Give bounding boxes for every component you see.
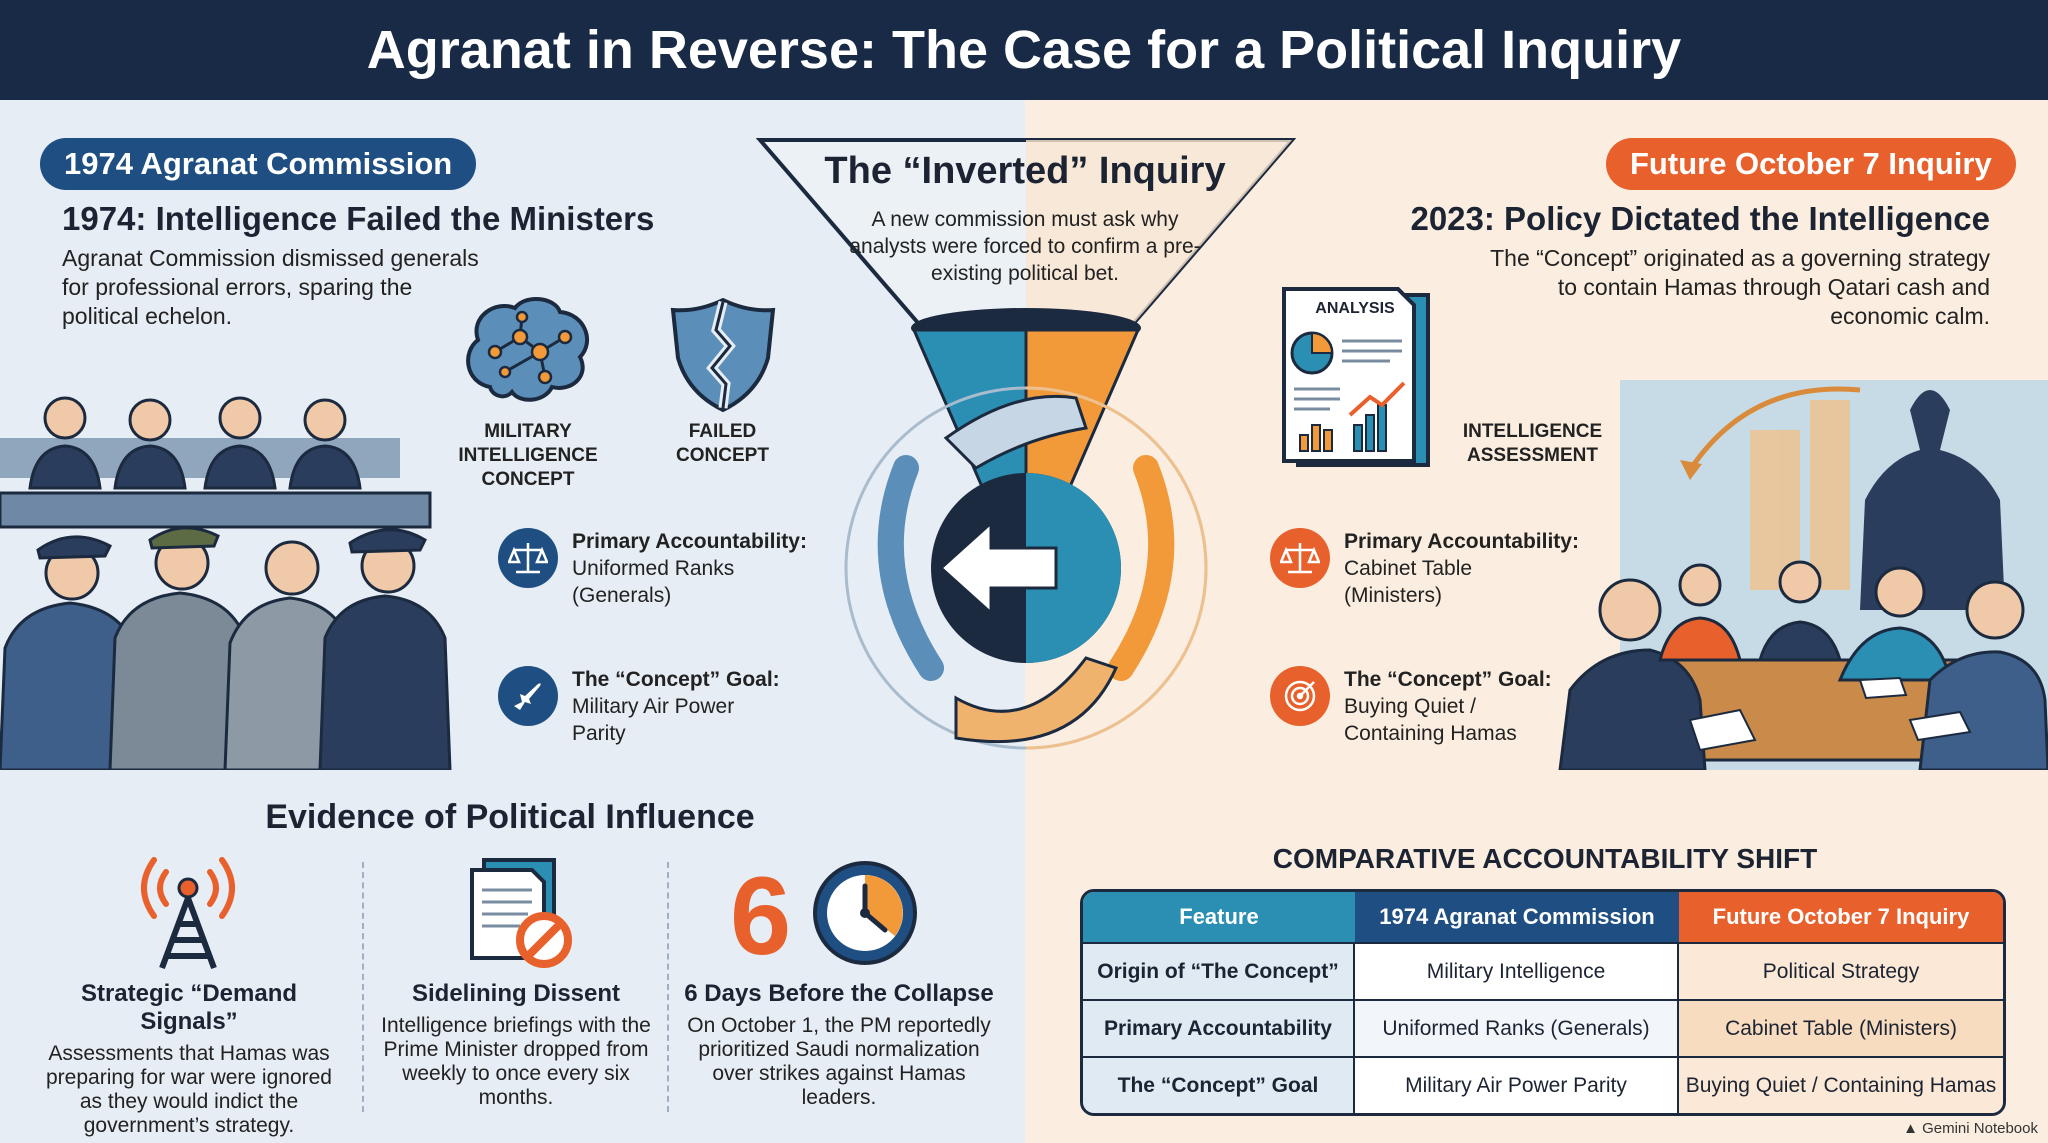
table-cell: Uniformed Ranks (Generals) <box>1355 999 1679 1056</box>
credit-watermark: ▲ Gemini Notebook <box>1903 1120 2038 1137</box>
broken-shield-icon <box>670 298 776 413</box>
right-acc2-title: The “Concept” Goal: <box>1344 668 1552 691</box>
evidence-title: Evidence of Political Influence <box>265 798 755 836</box>
analysis-document-icon <box>1282 287 1430 467</box>
table-cell: Origin of “The Concept” <box>1083 942 1355 999</box>
table-cell: Buying Quiet / Containing Hamas <box>1679 1056 2003 1113</box>
table-cell: Cabinet Table (Ministers) <box>1679 999 2003 1056</box>
table-row: Origin of “The Concept” Military Intelli… <box>1083 942 2003 999</box>
page-title: Agranat in Reverse: The Case for a Polit… <box>366 20 1682 80</box>
credit-text: Gemini Notebook <box>1922 1120 2038 1137</box>
left-acc2-text: Military Air Power Parity <box>572 695 735 745</box>
inverted-funnel-illustration <box>756 138 1296 750</box>
left-acc1-title: Primary Accountability: <box>572 530 807 553</box>
evidence-item-demand-signals: Strategic “Demand Signals” Assessments t… <box>34 980 344 1138</box>
table-row: The “Concept” Goal Military Air Power Pa… <box>1083 1056 2003 1113</box>
evidence-divider <box>362 862 364 1112</box>
analysis-document-label: ANALYSIS <box>1315 300 1395 317</box>
document-prohibited-icon <box>470 858 572 968</box>
left-acc1-text: Uniformed Ranks (Generals) <box>572 557 735 607</box>
evidence-item-six-days: 6 Days Before the Collapse On October 1,… <box>684 980 994 1110</box>
right-acc2-text: Buying Quiet / Containing Hamas <box>1344 695 1517 745</box>
inverted-inquiry-subtitle: A new commission must ask why analysts w… <box>849 208 1201 285</box>
right-acc1-title: Primary Accountability: <box>1344 530 1579 553</box>
right-accountability: Primary Accountability: Cabinet Table (Mi… <box>1270 528 1579 609</box>
left-heading: 1974: Intelligence Failed the Ministers <box>62 200 655 237</box>
failed-concept-label: FAILED CONCEPT <box>676 421 769 466</box>
evidence-divider <box>667 862 669 1112</box>
military-intelligence-label: MILITARY INTELLIGENCE CONCEPT <box>458 421 598 490</box>
judges-and-officers-illustration <box>0 396 452 770</box>
table-cell: Political Strategy <box>1679 942 2003 999</box>
table-cell: Military Intelligence <box>1355 942 1679 999</box>
evidence-item-title: Strategic “Demand Signals” <box>80 980 298 1035</box>
right-concept-goal: The “Concept” Goal: Buying Quiet / Contai… <box>1270 666 1552 747</box>
cabinet-meeting-illustration <box>1558 380 2048 770</box>
left-pill: 1974 Agranat Commission <box>40 138 477 190</box>
table-header-row: Feature 1974 Agranat Commission Future O… <box>1083 892 2003 942</box>
scales-icon <box>1270 528 1330 588</box>
evidence-item-title: 6 Days Before the Collapse <box>684 980 994 1007</box>
right-pill: Future October 7 Inquiry <box>1606 138 2016 190</box>
notebook-logo-icon: ▲ <box>1903 1120 1923 1137</box>
intelligence-assessment-label: INTELLIGENCE ASSESSMENT <box>1462 421 1603 466</box>
comparison-table: Feature 1974 Agranat Commission Future O… <box>1080 889 2006 1116</box>
airplane-icon <box>498 666 558 726</box>
right-acc1-text: Cabinet Table (Ministers) <box>1344 557 1473 607</box>
table-header: Feature <box>1083 892 1355 942</box>
table-header: Future October 7 Inquiry <box>1679 892 2003 942</box>
right-heading: 2023: Policy Dictated the Intelligence <box>1410 200 1990 237</box>
scales-icon <box>498 528 558 588</box>
table-cell: Military Air Power Parity <box>1355 1056 1679 1113</box>
target-icon <box>1270 666 1330 726</box>
table-row: Primary Accountability Uniformed Ranks (… <box>1083 999 2003 1056</box>
evidence-item-title: Sidelining Dissent <box>411 980 621 1007</box>
left-body: Agranat Commission dismissed generals fo… <box>62 245 479 329</box>
left-concept-goal: The “Concept” Goal: Military Air Power Pa… <box>498 666 780 747</box>
brain-icon <box>466 297 590 402</box>
comparison-table-title: COMPARATIVE ACCOUNTABILITY SHIFT <box>1272 843 1818 874</box>
table-header: 1974 Agranat Commission <box>1355 892 1679 942</box>
left-acc2-title: The “Concept” Goal: <box>572 668 780 691</box>
six-days-number: 6 <box>730 855 792 978</box>
title-bar: Agranat in Reverse: The Case for a Polit… <box>0 0 2048 100</box>
evidence-item-text: Intelligence briefings with the Prime Mi… <box>381 1014 651 1109</box>
evidence-item-text: On October 1, the PM reportedly prioriti… <box>687 1014 991 1109</box>
evidence-item-text: Assessments that Hamas was preparing for… <box>46 1042 332 1137</box>
evidence-item-sidelining-dissent: Sidelining Dissent Intelligence briefing… <box>380 980 652 1110</box>
right-body: The “Concept” originated as a governing … <box>1490 245 1990 329</box>
table-cell: Primary Accountability <box>1083 999 1355 1056</box>
left-accountability: Primary Accountability: Uniformed Ranks (… <box>498 528 807 609</box>
broadcast-tower-icon <box>141 857 235 970</box>
table-cell: The “Concept” Goal <box>1083 1056 1355 1113</box>
clock-icon <box>813 861 917 965</box>
inverted-inquiry-title: The “Inverted” Inquiry <box>824 150 1226 192</box>
